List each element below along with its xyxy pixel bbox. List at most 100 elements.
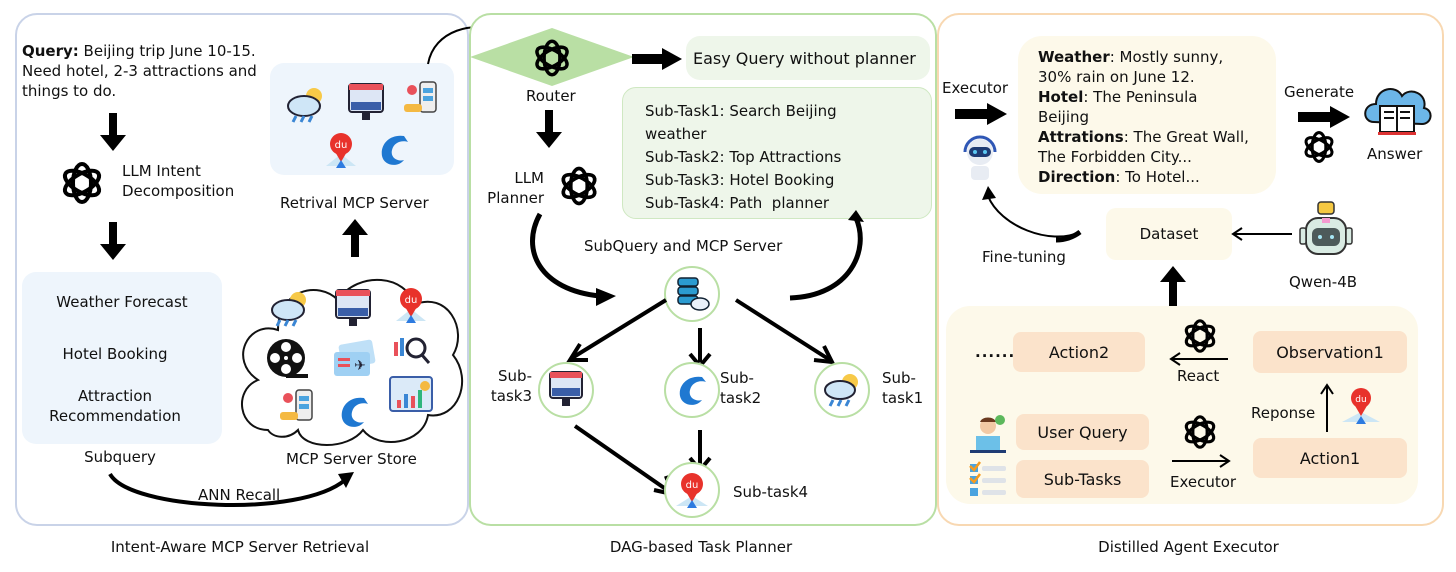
right-arrow-icon (1172, 454, 1231, 468)
map-chat-icon (404, 81, 437, 113)
qwen-robot-icon (1299, 201, 1353, 255)
svg-text:du: du (335, 140, 348, 151)
left-arrow-icon (1169, 352, 1228, 366)
dataset-box (1106, 208, 1232, 260)
result-line: The Forbidden City... (1038, 148, 1192, 166)
weather-icon (287, 88, 322, 123)
analytics-search-icon (394, 337, 431, 364)
observation1-box: Observation1 (1253, 331, 1407, 373)
router-diamond (470, 28, 634, 86)
svg-text:du: du (1355, 395, 1366, 405)
router-label: Router (526, 87, 576, 105)
svg-text:✈: ✈ (354, 358, 366, 374)
down-arrow-icon (100, 113, 126, 151)
result-line: Weather: Mostly sunny, (1038, 48, 1224, 66)
react-label: React (1177, 367, 1220, 385)
dolphin-icon (679, 376, 706, 405)
subquery-box (22, 272, 222, 444)
ann-recall-arrow (108, 472, 354, 507)
up-arrow-icon (1160, 266, 1186, 306)
openai-logo-icon (561, 166, 597, 206)
executor-step-label: Executor (1170, 473, 1237, 491)
subtask2-node (664, 362, 720, 418)
subquery-item: Weather Forecast (56, 293, 188, 311)
weather-icon (824, 374, 858, 407)
result-line: Beijing (1038, 108, 1090, 126)
up-arrow-icon (342, 219, 368, 257)
dashboard-chart-icon (389, 376, 433, 412)
booking-icon (549, 371, 583, 406)
ann-recall-label: ANN Recall (198, 486, 281, 504)
openai-logo-icon (62, 162, 102, 204)
sub-tasks-box: Sub-Tasks (1016, 460, 1149, 498)
query-text: Query: Beijing trip June 10-15. Need hot… (22, 42, 257, 100)
result-line: Hotel: The Peninsula (1038, 88, 1198, 106)
subquery-item: Hotel Booking (62, 345, 168, 363)
baidu-map-icon: du (1342, 388, 1380, 424)
openai-logo-icon (535, 39, 569, 77)
map-chat-icon (280, 389, 313, 421)
user-query-box: User Query (1016, 414, 1149, 450)
flight-ticket-icon: ✈ (334, 339, 376, 376)
execution-result: Weather: Mostly sunny, 30% rain on June … (1038, 47, 1249, 187)
subtask-line: Sub-Task4: Path planner (645, 194, 830, 212)
subquery-server-label: SubQuery and MCP Server (584, 237, 783, 255)
subtask3-node (538, 362, 594, 418)
checklist-icon (969, 461, 1006, 496)
curved-arrow (530, 212, 616, 306)
dolphin-icon (341, 397, 368, 427)
easy-query-label: Easy Query without planner (693, 49, 916, 68)
baidu-map-icon: du (396, 288, 426, 323)
mcp-db-node (664, 266, 720, 322)
executor-caption: Distilled Agent Executor (1098, 538, 1279, 556)
executor-label: Executor (942, 79, 1009, 97)
openai-logo-icon (1184, 415, 1216, 449)
svg-text:du: du (405, 295, 418, 306)
subquery-label: Subquery (84, 448, 156, 466)
subtask3-label: Sub- task3 (490, 367, 532, 405)
subtask-list-box (622, 87, 932, 219)
retrieval-caption: Intent-Aware MCP Server Retrieval (110, 538, 370, 556)
action1-box: Action1 (1253, 438, 1407, 478)
action2-box: Action2 (1013, 332, 1145, 372)
dataset-label: Dataset (1139, 225, 1199, 243)
subtask1-node (814, 362, 870, 418)
retrieved-servers-label: Retrival MCP Server (280, 194, 429, 212)
baidu-map-icon: du (676, 473, 708, 508)
easy-query-box (686, 36, 930, 80)
result-line: 30% rain on June 12. (1038, 68, 1195, 86)
subtask4-label: Sub-task4 (733, 483, 809, 501)
subtask2-label: Sub- task2 (720, 369, 762, 407)
answer-label: Answer (1367, 145, 1423, 163)
svg-text:du: du (686, 480, 699, 491)
subtask-list: Sub-Task1: Search Beijing weather Sub-Ta… (645, 100, 841, 215)
robot-headset-icon (963, 135, 997, 180)
curved-arrow (789, 210, 864, 301)
finetune-arrow (982, 186, 1082, 243)
subquery-item: Recommendation (49, 407, 181, 425)
down-arrow-icon (536, 110, 562, 148)
database-cloud-icon (677, 277, 710, 311)
subquery-item: Attraction (77, 387, 153, 405)
booking-icon (335, 289, 371, 326)
up-arrow-icon (1320, 383, 1334, 432)
generate-label: Generate (1284, 83, 1355, 101)
llm-planner-label: LLM Planner (487, 169, 544, 207)
right-arrow-icon (632, 48, 682, 70)
response-label: Reponse (1251, 404, 1316, 422)
right-arrow-icon (955, 103, 1007, 125)
subtask1-label: Sub- task1 (882, 369, 924, 407)
mcp-store-label: MCP Server Store (286, 450, 417, 468)
user-laptop-icon (970, 415, 1006, 453)
cloud-book-icon (1364, 88, 1432, 135)
openai-logo-icon (1184, 319, 1216, 353)
subtask-line: Sub-Task1: Search Beijing (645, 102, 837, 120)
dolphin-icon (381, 135, 408, 165)
right-arrow-icon (1298, 106, 1350, 128)
llm-intent-label: LLM Intent Decomposition (122, 162, 235, 200)
teacher-model-label: Qwen-4B (1289, 273, 1358, 291)
finetune-label: Fine-tuning (982, 248, 1066, 266)
execution-result-box (1018, 36, 1276, 194)
down-arrow-icon (100, 222, 126, 260)
booking-icon (348, 83, 384, 120)
